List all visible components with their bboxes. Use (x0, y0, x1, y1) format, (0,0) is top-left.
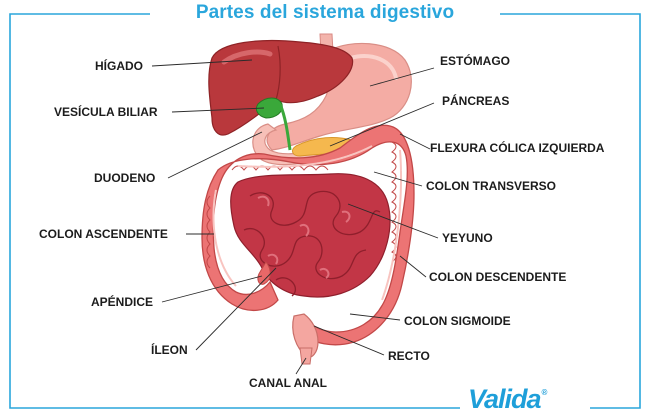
leader-colon-descendente (399, 255, 427, 278)
leader-colon-transverso (373, 171, 423, 187)
label-canal-anal: CANAL ANAL (249, 376, 327, 390)
label-duodeno: DUODENO (94, 171, 156, 185)
leader-ileon (195, 267, 277, 351)
liver (208, 39, 354, 136)
valida-logo-text: Valida (468, 384, 542, 414)
leader-canal-anal (295, 357, 307, 375)
label-colon-ascendente: COLON ASCENDENTE (39, 227, 168, 241)
valida-logo: Valida® (468, 384, 548, 415)
label-colon-transverso: COLON TRANSVERSO (426, 179, 557, 193)
label-pancreas: PÁNCREAS (442, 94, 510, 108)
rectum (292, 313, 319, 358)
label-vesicula-biliar: VESÍCULA BILIAR (54, 105, 158, 119)
leader-flexura (399, 133, 431, 150)
colon-band (212, 145, 403, 301)
label-colon-sigmoide: COLON SIGMOIDE (404, 314, 511, 328)
gallbladder (255, 97, 283, 119)
anal-canal (299, 347, 313, 365)
label-estomago: ESTÓMAGO (440, 54, 511, 68)
label-yeyuno: YEYUNO (442, 231, 493, 245)
leader-estomago (369, 67, 435, 87)
leader-vesicula (171, 107, 265, 113)
label-higado: HÍGADO (95, 59, 143, 73)
stomach (266, 42, 412, 151)
bile-duct (278, 103, 292, 151)
leader-colon-sigmoide (349, 313, 401, 321)
label-colon-descendente: COLON DESCENDENTE (429, 270, 567, 284)
diagram-title: Partes del sistema digestivo (195, 2, 455, 23)
registered-mark: ® (541, 388, 548, 397)
appendix (257, 261, 271, 285)
label-ileon: ÍLEON (151, 343, 188, 357)
leader-duodeno (167, 131, 263, 179)
leader-lines (151, 59, 439, 375)
leader-recto (313, 325, 385, 356)
leader-yeyuno (347, 203, 439, 239)
colon (201, 124, 415, 346)
label-flexura-colica-izquierda: FLEXURA CÓLICA IZQUIERDA (430, 141, 605, 155)
liver-lobe-division (275, 45, 281, 101)
label-apendice: APÉNDICE (91, 295, 154, 309)
label-recto: RECTO (388, 349, 430, 363)
leader-pancreas (329, 102, 435, 147)
leader-higado (151, 59, 253, 67)
liver-highlight (221, 49, 273, 65)
frame-border (9, 13, 641, 409)
small-intestine-highlights (257, 195, 351, 279)
stomach-highlight (348, 54, 398, 80)
leader-apendice (161, 275, 263, 303)
